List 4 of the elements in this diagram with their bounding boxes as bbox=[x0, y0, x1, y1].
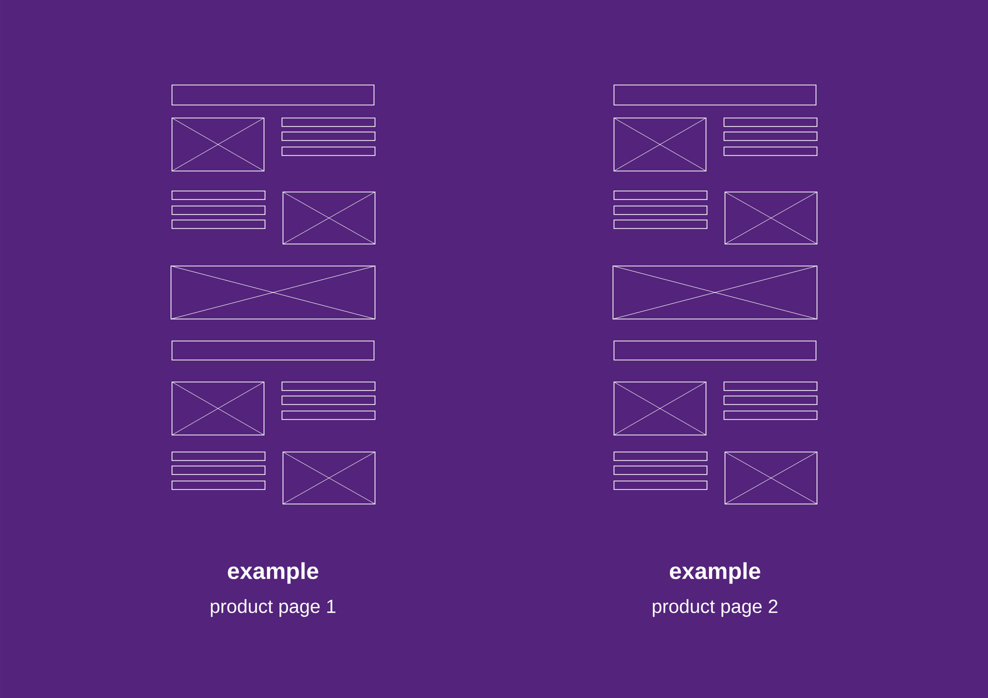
caption-title: example bbox=[228, 562, 318, 584]
caption-subtitle: product page 1 bbox=[210, 599, 336, 617]
caption-subtitle: product page 2 bbox=[652, 599, 778, 617]
caption-title: example bbox=[670, 562, 760, 584]
